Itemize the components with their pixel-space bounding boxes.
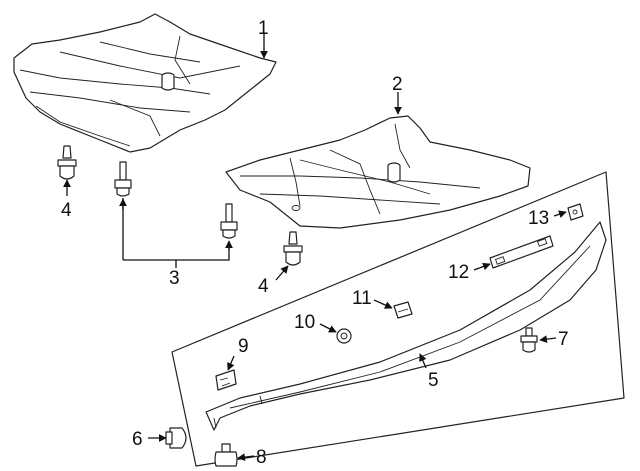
nut-10 — [336, 328, 352, 344]
rear-splash-shield — [225, 115, 531, 229]
callout-10: 10 — [294, 312, 315, 333]
callout-3: 3 — [169, 268, 180, 289]
callout-11: 11 — [352, 288, 372, 309]
clip-6 — [165, 427, 187, 449]
front-splash-shield — [13, 13, 277, 153]
push-pin-clip-left — [57, 145, 77, 180]
bolt-left — [114, 161, 132, 197]
callout-5: 5 — [428, 370, 439, 391]
callout-6: 6 — [132, 429, 143, 450]
emblem-12 — [489, 235, 554, 269]
callout-12: 12 — [448, 262, 469, 283]
push-pin-clip-right — [283, 231, 303, 266]
clip-13 — [567, 203, 584, 221]
callout-7: 7 — [558, 329, 569, 350]
callout-4-left: 4 — [61, 200, 72, 221]
callout-9: 9 — [238, 336, 249, 357]
callout-4-right: 4 — [258, 276, 269, 297]
bracket-9 — [215, 369, 237, 391]
callout-8: 8 — [256, 447, 267, 468]
bolt-right — [220, 203, 238, 239]
callout-13: 13 — [528, 208, 549, 229]
clip-7 — [520, 327, 538, 353]
leader-lines — [63, 34, 567, 461]
callout-2: 2 — [392, 74, 403, 95]
clip-11 — [393, 301, 413, 319]
rocker-molding-panel — [171, 171, 625, 467]
callout-1: 1 — [258, 18, 269, 39]
clip-8 — [214, 443, 238, 467]
